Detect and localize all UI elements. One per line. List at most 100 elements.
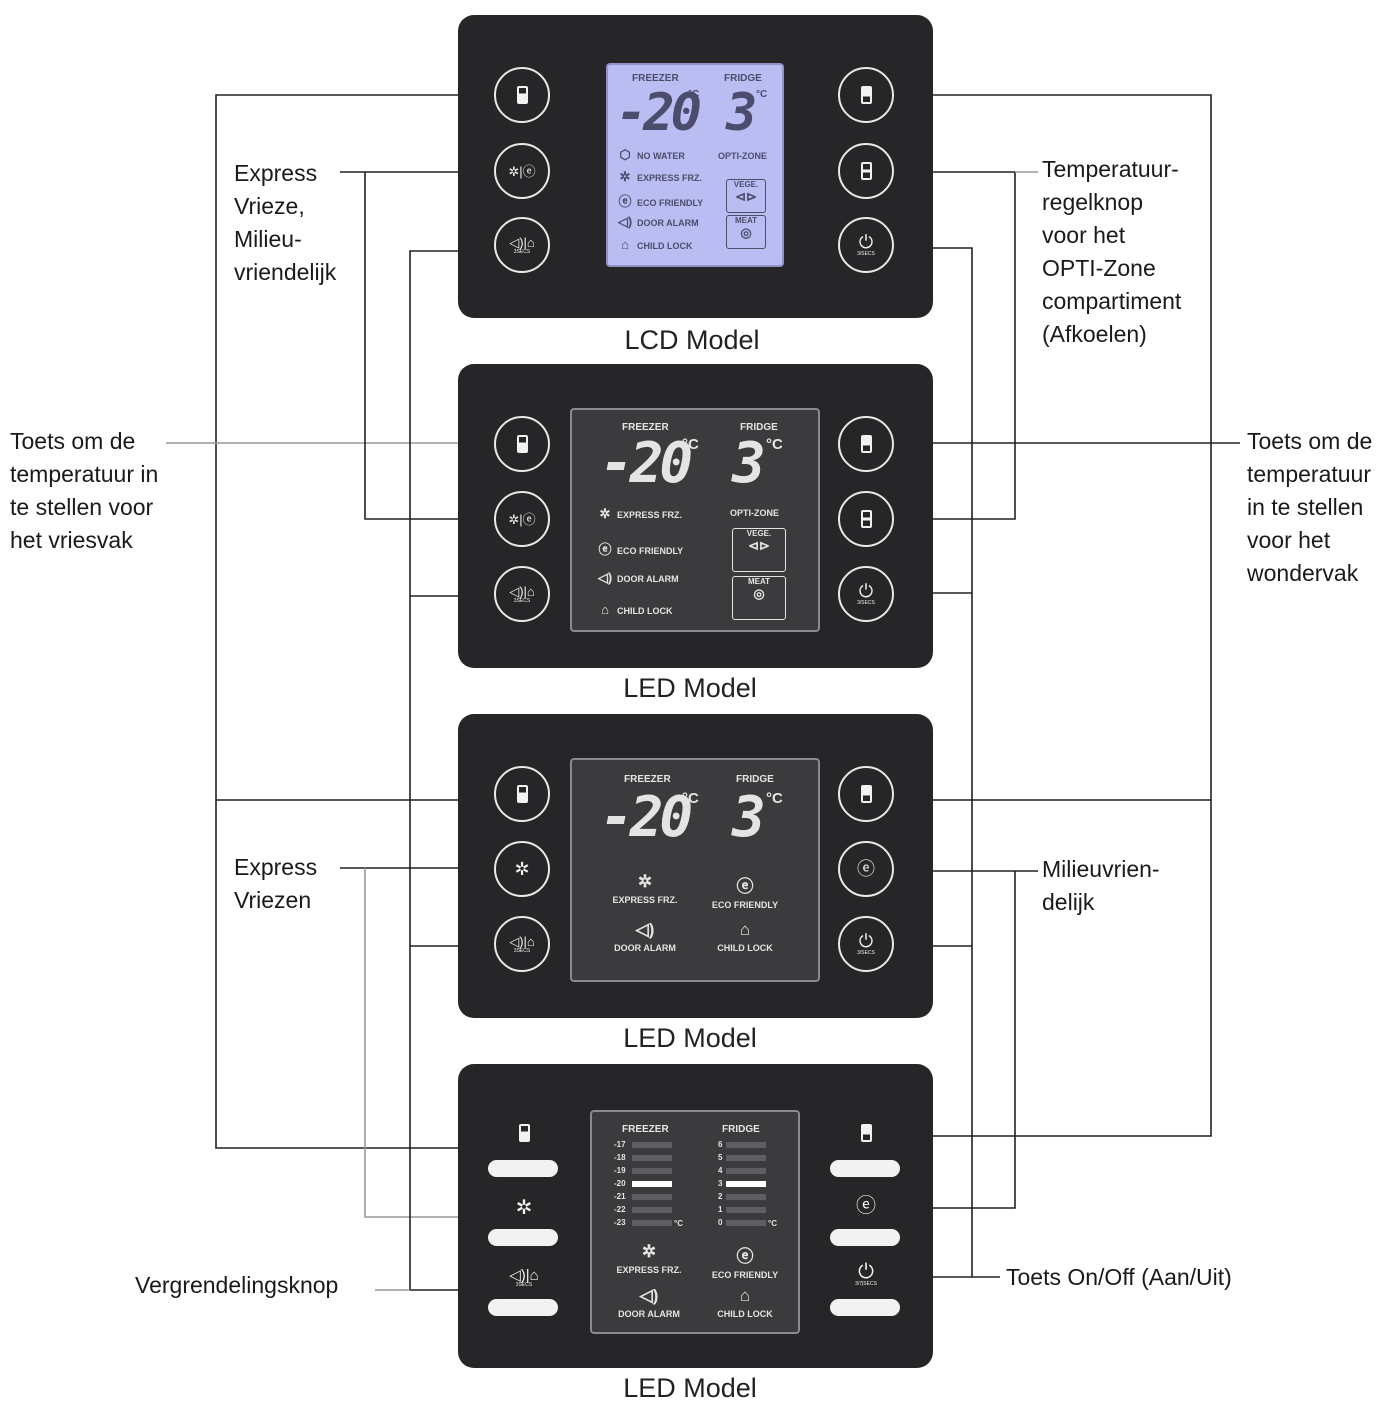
opti-zone-button[interactable] xyxy=(838,491,894,547)
snowflake-icon: ✲ xyxy=(619,169,631,184)
freezer-icon xyxy=(516,435,528,453)
scale-value: -18 xyxy=(614,1153,626,1162)
speaker-icon: ◁) xyxy=(635,920,655,939)
scale-value: -23 xyxy=(614,1218,626,1227)
fridge-temp-button[interactable] xyxy=(838,766,894,822)
freezer-icon xyxy=(516,86,528,104)
meat-icon: ◎ xyxy=(753,586,765,601)
speaker-lock-icon: ◁)|⌂3SECS xyxy=(509,1267,539,1288)
express-eco-button[interactable]: ✲|ⓔ xyxy=(494,143,550,199)
alarm-lock-button[interactable]: ◁)|⌂3SECS xyxy=(494,566,550,622)
scale-value: 2 xyxy=(718,1192,723,1201)
model-caption-led-3: LED Model xyxy=(623,1373,757,1403)
scale-bar xyxy=(726,1220,766,1226)
water-icon: ⬡ xyxy=(619,147,631,162)
scale-bar xyxy=(726,1207,766,1213)
scale-value: -17 xyxy=(614,1140,626,1149)
indicator-no-water: ⬡NO WATER xyxy=(616,147,685,163)
freezer-unit: °C xyxy=(688,89,700,100)
freezer-temp-button[interactable] xyxy=(488,1160,558,1177)
scale-bar-selected xyxy=(726,1181,766,1187)
scale-bar xyxy=(632,1142,672,1148)
eco-icon: ⓔ xyxy=(857,859,875,879)
fridge-temp-button[interactable] xyxy=(830,1160,900,1177)
fridge-scale-unit: °C xyxy=(768,1219,777,1228)
freezer-temp-button[interactable] xyxy=(494,67,550,123)
scale-bar-selected xyxy=(632,1181,672,1187)
scale-value: 3 xyxy=(718,1179,723,1188)
indicator-express-frz: ✲EXPRESS FRZ. xyxy=(596,506,682,522)
freezer-unit: °C xyxy=(682,436,699,453)
indicator-opti-zone: OPTI-ZONE xyxy=(718,151,767,161)
scale-bar xyxy=(632,1220,672,1226)
led-display: FREEZER FRIDGE -20 °C 3 °C ✲EXPRESS FRZ.… xyxy=(570,758,820,982)
scale-value: -19 xyxy=(614,1166,626,1175)
express-freeze-button[interactable]: ✲ xyxy=(494,841,550,897)
eco-friendly-button[interactable] xyxy=(830,1229,900,1246)
lock-icon: ⌂ xyxy=(739,920,751,939)
scale-value: 0 xyxy=(718,1218,723,1227)
scale-bar xyxy=(632,1155,672,1161)
carrot-icon: ⊲⊳ xyxy=(748,538,770,553)
opti-zone-button[interactable] xyxy=(838,143,894,199)
express-freeze-button[interactable] xyxy=(488,1229,558,1246)
meat-box: MEAT◎ xyxy=(732,576,786,620)
fridge-temp-button[interactable] xyxy=(838,416,894,472)
scale-bar xyxy=(726,1155,766,1161)
lock-icon: ⌂ xyxy=(601,602,609,617)
indicator-door-alarm: ◁)DOOR ALARM xyxy=(617,214,699,229)
scale-bar xyxy=(726,1194,766,1200)
indicator-express-frz: ✲EXPRESS FRZ. xyxy=(590,872,700,905)
lock-icon: ⌂ xyxy=(739,1286,751,1305)
opti-zone-icon xyxy=(860,162,872,180)
eco-icon: ⓔ xyxy=(736,1247,754,1266)
fridge-temp-icon xyxy=(836,1124,896,1146)
indicator-door-alarm: ◁)DOOR ALARM xyxy=(597,570,679,585)
freezer-temp-button[interactable] xyxy=(494,766,550,822)
label-fridge-temp-button: Toets om de temperatuur in te stellen vo… xyxy=(1247,428,1373,586)
led-display: FREEZER FRIDGE -20 °C 3 °C ✲EXPRESS FRZ.… xyxy=(570,408,820,632)
power-button[interactable]: ⏻3/SECS xyxy=(838,916,894,972)
fridge-temp-button[interactable] xyxy=(838,67,894,123)
scale-value: -21 xyxy=(614,1192,626,1201)
indicator-door-alarm: ◁)DOOR ALARM xyxy=(594,1286,704,1319)
alarm-lock-button[interactable]: ◁)|⌂3SECS xyxy=(494,916,550,972)
power-button[interactable] xyxy=(830,1299,900,1316)
express-eco-button[interactable]: ✲|ⓔ xyxy=(494,491,550,547)
speaker-icon: ◁) xyxy=(617,214,633,229)
snowflake-icon: ✲ xyxy=(637,872,653,891)
control-panel-led-1: ✲|ⓔ ◁)|⌂3SECS ⏻3/SECS FREEZER FRIDGE -20… xyxy=(458,364,933,668)
freezer-temp-button[interactable] xyxy=(494,416,550,472)
alarm-lock-button[interactable]: ◁)|⌂3SECS xyxy=(494,217,550,273)
control-panel-lcd: ✲|ⓔ ◁)|⌂3SECS ⏻3/SECS FREEZER FRIDGE -20… xyxy=(458,15,933,318)
speaker-icon: ◁) xyxy=(639,1286,659,1305)
meat-box: MEAT◎ xyxy=(726,215,766,249)
fridge-header: FRIDGE xyxy=(740,422,778,433)
label-express-freezing: Express Vriezen xyxy=(234,854,318,913)
label-opti-zone-button: Temperatuur- regelknop voor het OPTI-Zon… xyxy=(1042,156,1182,347)
fridge-temp-readout: 3 xyxy=(732,431,766,496)
freezer-temp-icon xyxy=(494,1124,554,1146)
speaker-lock-icon: ◁)|⌂ xyxy=(509,933,535,949)
vege-box: VEGE.⊲⊳ xyxy=(726,179,766,213)
scale-value: 4 xyxy=(718,1166,723,1175)
indicator-child-lock: ⌂CHILD LOCK xyxy=(690,1286,800,1319)
fridge-unit: °C xyxy=(766,790,783,807)
opti-zone-icon xyxy=(860,510,872,528)
power-button[interactable]: ⏻3/SECS xyxy=(838,217,894,273)
model-caption-led-2: LED Model xyxy=(623,1023,757,1053)
eco-friendly-button[interactable]: ⓔ xyxy=(838,841,894,897)
speaker-icon: ◁) xyxy=(597,570,613,585)
fridge-unit: °C xyxy=(756,89,768,100)
indicator-door-alarm: ◁)DOOR ALARM xyxy=(590,920,700,953)
power-icon: ⏻ xyxy=(858,581,874,601)
power-button[interactable]: ⏻3/SECS xyxy=(838,566,894,622)
label-express-freeze-eco: Express Vrieze, Milieu- vriendelijk xyxy=(234,160,337,285)
alarm-lock-button[interactable] xyxy=(488,1299,558,1316)
freezer-unit: °C xyxy=(682,790,699,807)
lcd-display: FREEZER FRIDGE -20 °C 3 °C ⬡NO WATER OPT… xyxy=(606,63,784,267)
